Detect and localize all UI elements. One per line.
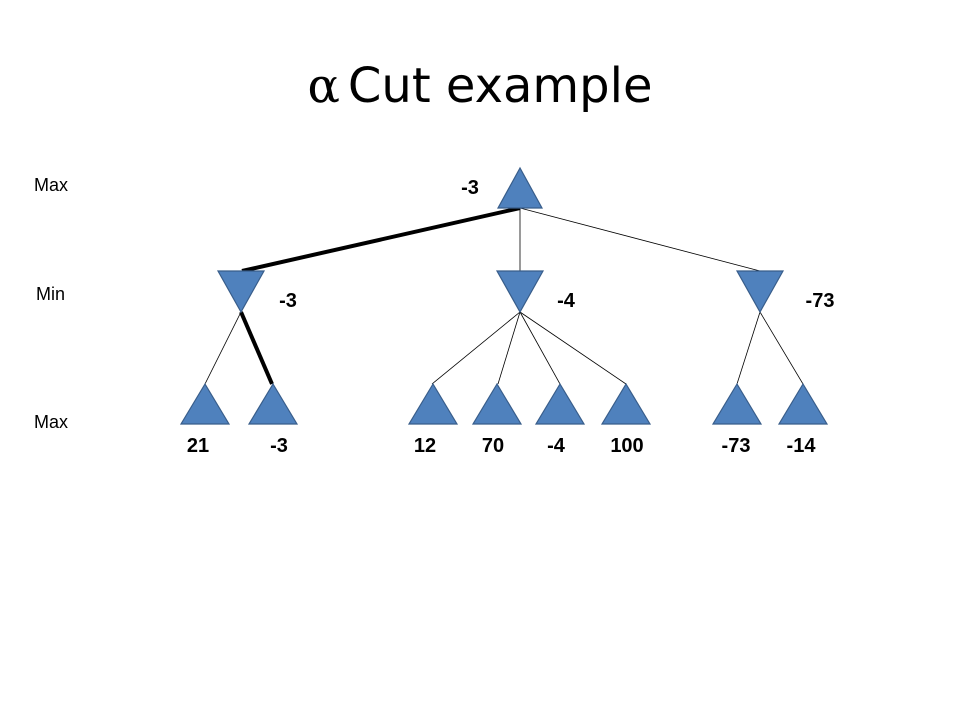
root-max-node (496, 166, 544, 209)
leaf-value-6: 100 (610, 435, 643, 457)
title-text: Cut example (347, 58, 653, 114)
edge-min2-to-leaf-12 (431, 311, 521, 385)
edge-root-to-min-3 (519, 207, 761, 272)
leaf-value-8: -14 (787, 435, 817, 457)
edge-root-to-min-1 (241, 206, 521, 273)
level-label-max-top: Max (34, 175, 68, 195)
leaf-node-7 (711, 382, 763, 425)
leaf-node-8 (777, 382, 829, 425)
alpha-symbol: α (307, 58, 340, 114)
level-label-max-bottom: Max (34, 412, 68, 432)
min-node-2-value: -4 (557, 290, 576, 312)
leaf-value-3: 12 (414, 435, 436, 457)
leaf-value-2: -3 (270, 435, 288, 457)
min-node-1 (216, 270, 266, 314)
leaf-node-6 (600, 382, 652, 425)
level-label-min: Min (36, 284, 65, 304)
min-node-1-value: -3 (279, 290, 297, 312)
edge-min3-to-leaf-neg73 (736, 311, 761, 385)
edge-min3-to-leaf-neg14 (759, 311, 804, 385)
edge-min2-to-leaf-neg4 (519, 311, 561, 385)
edge-min2-to-leaf-100 (519, 311, 627, 385)
leaf-value-1: 21 (187, 435, 209, 457)
min-node-3 (735, 270, 785, 314)
min-node-3-value: -73 (806, 290, 835, 312)
root-value: -3 (461, 177, 479, 199)
edge-min2-to-leaf-70 (497, 311, 521, 385)
leaf-value-5: -4 (547, 435, 566, 457)
leaf-node-4 (471, 382, 523, 425)
edge-min1-to-leaf-neg3 (239, 311, 274, 385)
leaf-node-5 (534, 382, 586, 425)
leaf-value-7: -73 (722, 435, 751, 457)
min-node-2 (495, 270, 545, 314)
leaf-node-2 (247, 382, 299, 425)
leaf-node-3 (407, 382, 459, 425)
leaf-node-1 (179, 382, 231, 425)
leaf-value-4: 70 (482, 435, 504, 457)
edge-min1-to-leaf-21 (204, 311, 242, 385)
